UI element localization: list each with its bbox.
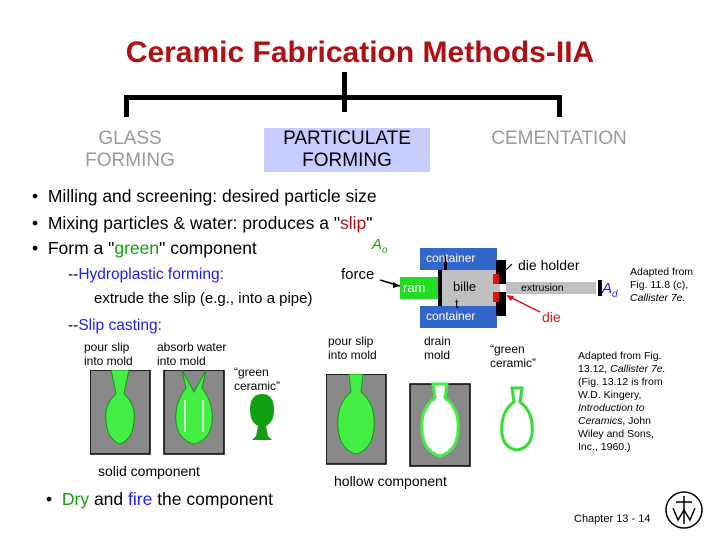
container-top-label: container: [426, 251, 476, 265]
tree-right-leg: [557, 95, 562, 117]
container-top: [420, 248, 497, 270]
a0-marker: [444, 256, 447, 270]
hollow-green-part: [500, 386, 534, 452]
die-pointer: [507, 295, 541, 313]
billet-label: bille: [453, 279, 477, 294]
hydroplastic-heading: --Hydroplastic forming:: [68, 266, 224, 283]
force-arrowhead: [393, 282, 400, 288]
page-title: Ceramic Fabrication Methods-IIA: [125, 36, 595, 69]
ad-label: Ad: [602, 280, 618, 300]
ram: [400, 277, 440, 299]
hydroplastic-description: extrude the slip (e.g., into a pipe): [94, 290, 313, 307]
chapter-label: Chapter 13 - 14: [574, 513, 651, 525]
hollow-pour-slip-label: pour slip into mold: [328, 334, 377, 362]
slip-casting-heading: --Slip casting:: [68, 317, 162, 334]
slip-term: slip: [340, 213, 367, 233]
force-label: force: [341, 266, 375, 283]
bullet-mixing: • Mixing particles & water: produces a "…: [32, 213, 373, 233]
container-bottom: [420, 306, 497, 328]
slip-casting-credit: Adapted from Fig. 13.12, Callister 7e. (…: [578, 350, 666, 453]
solid-slip-casting-figure: [90, 370, 274, 455]
bullet-milling: • Milling and screening: desired particl…: [32, 186, 377, 206]
die-bottom: [493, 292, 499, 302]
hollow-green-ceramic-label: “green ceramic”: [490, 342, 537, 370]
billet: [442, 270, 500, 306]
hollow-slip-casting-figure: [326, 374, 534, 467]
tree-left-leg: [124, 95, 129, 117]
bullet-dry-fire: • Dry and fire the component: [46, 489, 273, 509]
tree-bar: [124, 95, 562, 100]
extrusion-label: extrusion: [521, 282, 564, 294]
die-holder-bottom: [496, 292, 506, 316]
solid-slip-fill-1: [105, 370, 135, 445]
tree-stem: [342, 72, 347, 112]
die-top: [493, 274, 499, 284]
ram-label: ram: [403, 280, 426, 295]
branch-cementation: CEMENTATION: [491, 128, 627, 149]
solid-pour-slip-label: pour slip into mold: [84, 340, 133, 368]
solid-green-part: [250, 394, 274, 440]
die-pointer-head: [506, 295, 514, 301]
hollow-component-caption: hollow component: [334, 473, 447, 489]
green-term: green: [114, 238, 160, 258]
container-bottom-label: container: [426, 309, 476, 323]
ad-marker: [598, 280, 602, 296]
die-holder-pointer: [505, 263, 513, 271]
die-holder-top: [496, 260, 506, 284]
ram-plate: [438, 270, 442, 306]
branch-particulate-forming: PARTICULATE FORMING: [264, 128, 430, 172]
solid-component-caption: solid component: [98, 463, 200, 479]
extrusion-rod: [506, 282, 596, 294]
die-holder-label: die holder: [518, 257, 580, 273]
bullet-form-green: • Form a "green" component: [32, 238, 257, 258]
wiley-logo: [665, 491, 703, 529]
hollow-drained-shell: [420, 382, 460, 458]
extrusion-credit: Adapted from Fig. 11.8 (c), Callister 7e…: [630, 266, 694, 304]
hollow-slip-fill: [337, 374, 375, 455]
a0-label: Ao: [372, 236, 388, 256]
solid-absorb-water-label: absorb water into mold: [157, 340, 227, 368]
hollow-drain-mold-label: drain mold: [424, 334, 451, 362]
billet-label-end: t: [455, 296, 459, 311]
branch-glass-forming: GLASS FORMING: [85, 128, 175, 171]
solid-green-ceramic-label: “green ceramic”: [234, 365, 281, 393]
die-label: die: [542, 309, 561, 325]
extrusion-diagram: [379, 248, 602, 328]
